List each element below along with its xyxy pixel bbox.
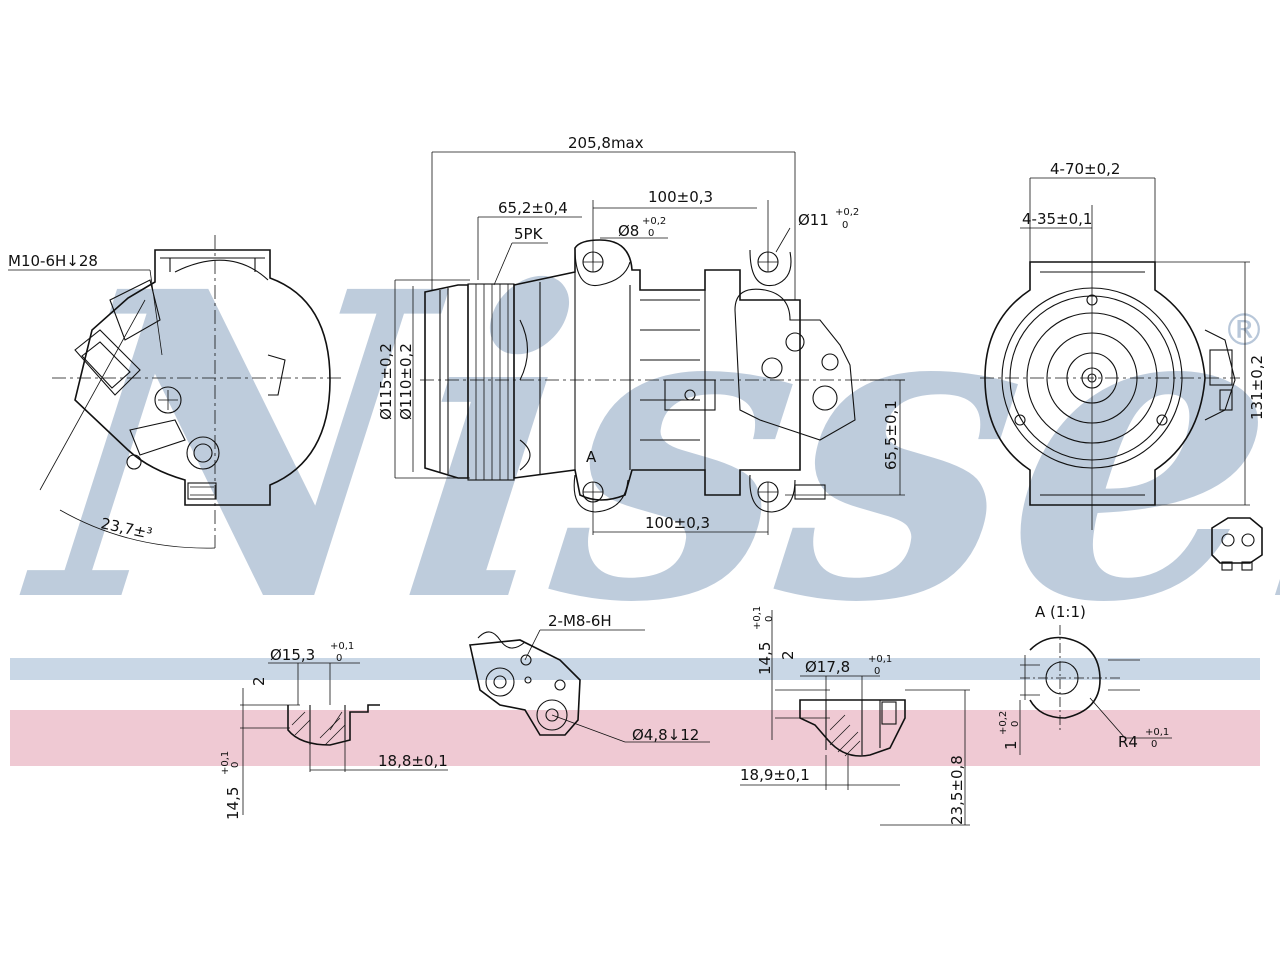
detail4-title: A (1:1) — [1035, 603, 1086, 621]
detail-2: 2-M8-6H Ø4,8↓12 — [469, 612, 710, 744]
detail4-radius: R4 — [1118, 733, 1138, 751]
detail1-tol-upper: +0,1 — [330, 641, 354, 652]
watermark-band-blue — [10, 658, 1260, 680]
detail4-offset-tol-lower: 0 — [1010, 721, 1021, 727]
pulley-outer-diameter: Ø115±0,2 — [377, 343, 395, 420]
end-width-outer-dim: 4-70±0,2 — [1050, 160, 1120, 178]
section-marker: A — [586, 448, 597, 466]
pulley-inner-diameter: Ø110±0,2 — [397, 343, 415, 420]
detail3-height-tol-upper: +0,1 — [752, 606, 763, 630]
detail1-height-tol-upper: +0,1 — [220, 751, 231, 775]
detail-1: Ø15,3 +0,1 0 2 18,8±0,1 14,5 +0,1 0 — [220, 641, 448, 820]
hole-small-tol-lower: 0 — [648, 228, 654, 239]
detail1-depth: 18,8±0,1 — [378, 752, 448, 770]
detail3-tol-lower: 0 — [874, 666, 880, 677]
height-to-axis-dim: 65,5±0,1 — [882, 400, 900, 470]
detail4-offset: 1 — [1002, 740, 1020, 750]
detail4-offset-tol-upper: +0,2 — [998, 711, 1009, 735]
hole-large-tol-upper: +0,2 — [835, 207, 859, 218]
detail1-step: 2 — [250, 676, 268, 686]
detail-3: 14,5 +0,1 0 2 Ø17,8 +0,1 0 18,9±0,1 23,5… — [740, 606, 970, 826]
detail3-height-tol-lower: 0 — [764, 616, 775, 622]
detail3-tol-upper: +0,1 — [868, 654, 892, 665]
detail1-tol-lower: 0 — [336, 653, 342, 664]
watermark-brand: Nissens — [4, 202, 1280, 695]
detail2-pin-hole: Ø4,8↓12 — [632, 726, 699, 744]
mount-spacing-bottom-dim: 100±0,3 — [645, 514, 710, 532]
detail3-step: 2 — [779, 650, 797, 660]
side-view: M10-6H↓28 23,7±³ — [8, 235, 345, 549]
watermark-band-pink — [10, 710, 1260, 766]
detail3-depth: 18,9±0,1 — [740, 766, 810, 784]
hole-large-dim: Ø11 — [798, 211, 829, 229]
mount-spacing-top-dim: 100±0,3 — [648, 188, 713, 206]
belt-profile-label: 5PK — [514, 225, 544, 243]
detail1-diameter: Ø15,3 — [270, 646, 315, 664]
overall-length-dim: 205,8max — [568, 134, 644, 152]
detail4-radius-tol-lower: 0 — [1151, 739, 1157, 750]
detail3-height: 14,5 — [756, 642, 774, 675]
detail2-thread: 2-M8-6H — [548, 612, 612, 630]
detail-4: A (1:1) 1 +0,2 0 R4 +0,1 0 — [998, 603, 1172, 755]
thread-callout: M10-6H↓28 — [8, 252, 98, 270]
registered-mark: ® — [1222, 305, 1266, 356]
front-view: 205,8max 100±0,3 65,2±0,4 5PK Ø8 +0,2 0 … — [377, 134, 905, 535]
hole-small-tol-upper: +0,2 — [642, 216, 666, 227]
watermark: Nissens ® — [4, 202, 1280, 766]
detail1-height-tol-lower: 0 — [230, 762, 241, 768]
detail1-height: 14,5 — [224, 787, 242, 820]
detail4-radius-tol-upper: +0,1 — [1145, 727, 1169, 738]
detail3-diameter: Ø17,8 — [805, 658, 850, 676]
hole-large-tol-lower: 0 — [842, 220, 848, 231]
pulley-offset-dim: 65,2±0,4 — [498, 199, 568, 217]
hole-small-dim: Ø8 — [618, 222, 639, 240]
end-height-dim: 131±0,2 — [1248, 355, 1266, 420]
end-view: 4-70±0,2 4-35±0,1 131±0,2 — [980, 160, 1266, 571]
end-width-inner-dim: 4-35±0,1 — [1022, 210, 1092, 228]
detail3-length: 23,5±0,8 — [948, 755, 966, 825]
